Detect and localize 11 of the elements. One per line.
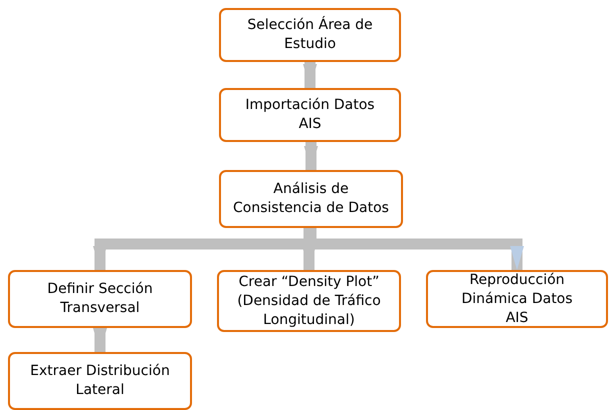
process-box: Crear “Density Plot” (Densidad de Tráfico Longitudinal): [217, 270, 401, 332]
process-box: Análisis de Consistencia de Datos: [219, 170, 403, 228]
arrow: [303, 62, 317, 88]
process-box: Reproducción Dinámica Datos AIS: [426, 270, 608, 328]
arrow: [93, 328, 107, 352]
process-box: Selección Área de Estudio: [219, 8, 401, 62]
process-box: Definir Sección Transversal: [8, 270, 192, 328]
process-box: Importación Datos AIS: [219, 88, 401, 142]
arrow: [302, 228, 316, 270]
arrow: [304, 142, 318, 170]
process-box: Extraer Distribución Lateral: [8, 352, 192, 410]
